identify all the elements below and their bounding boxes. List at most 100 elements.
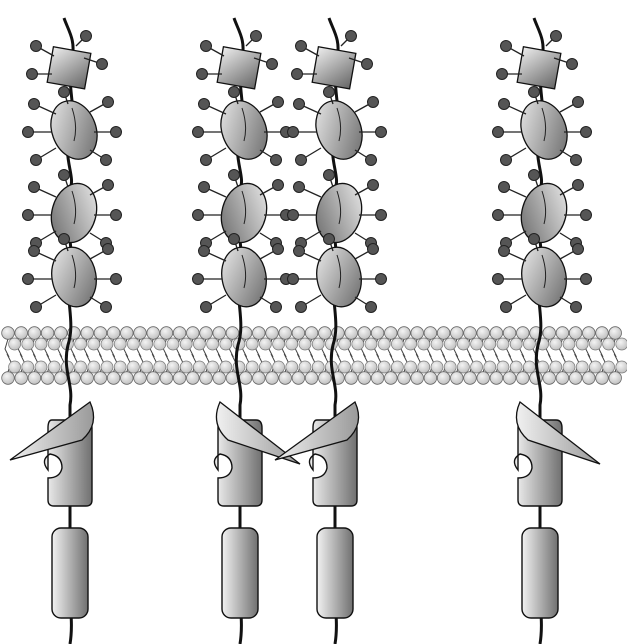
lipid-head <box>94 327 107 340</box>
lipid-head <box>365 338 377 350</box>
glycan-bead <box>294 246 305 257</box>
lipid-head <box>352 338 364 350</box>
lipid-head <box>319 327 332 340</box>
glycan-bead <box>288 274 299 285</box>
lipid-head <box>292 372 305 385</box>
lipid-head <box>596 327 609 340</box>
lipid-head <box>418 361 430 373</box>
glycan-bead <box>271 155 282 166</box>
glycan-bead <box>267 59 278 70</box>
terminal-domain <box>217 47 261 89</box>
lipid-head <box>233 361 245 373</box>
lipid-head <box>444 361 456 373</box>
lipid-head <box>220 361 232 373</box>
lipid-head <box>81 327 94 340</box>
glycan-bead <box>193 127 204 138</box>
lipid-head <box>48 361 60 373</box>
lipid-head <box>490 372 503 385</box>
lipid-head <box>457 338 469 350</box>
lipid-head <box>424 327 437 340</box>
glycan-bead <box>193 210 204 221</box>
glycan-bead <box>111 210 122 221</box>
glycan-bead <box>199 246 210 257</box>
lipid-head <box>609 372 622 385</box>
lipid-head <box>173 372 186 385</box>
lipid-head <box>398 327 411 340</box>
lipid-head <box>358 372 371 385</box>
glycan-bead <box>111 274 122 285</box>
lipid-head <box>563 338 575 350</box>
lipid-head <box>471 338 483 350</box>
lipid-head <box>569 327 582 340</box>
lipid-head <box>569 372 582 385</box>
lipid-bilayer <box>2 327 627 385</box>
ig-domain <box>45 178 103 247</box>
lipid-head <box>345 372 358 385</box>
lipid-head <box>121 372 134 385</box>
glycan-bead <box>273 180 284 191</box>
glycan-bead <box>193 274 204 285</box>
glycan-bead <box>29 99 40 110</box>
lipid-head <box>424 372 437 385</box>
lipid-head <box>510 338 522 350</box>
lipid-head <box>279 327 292 340</box>
lipid-head <box>94 372 107 385</box>
lipid-head <box>134 372 147 385</box>
lipid-head <box>286 338 298 350</box>
lipid-head <box>391 361 403 373</box>
glycan-bead <box>229 234 240 245</box>
lipid-head <box>239 372 252 385</box>
glycan-bead <box>573 180 584 191</box>
lipid-head <box>451 372 464 385</box>
lipid-head <box>48 338 60 350</box>
lipid-head <box>398 372 411 385</box>
glycan-bead <box>296 155 307 166</box>
lipid-head <box>193 338 205 350</box>
lipid-head <box>207 338 219 350</box>
lipid-head <box>576 338 588 350</box>
lipid-head <box>589 361 601 373</box>
terminal-domain <box>47 47 91 89</box>
lipid-head <box>391 338 403 350</box>
glycan-bead <box>97 59 108 70</box>
glycan-bead <box>23 210 34 221</box>
lipid-head <box>246 338 258 350</box>
ig-domain <box>217 244 271 311</box>
lipid-head <box>101 338 113 350</box>
glycan-bead <box>529 87 540 98</box>
lipid-head <box>444 338 456 350</box>
lipid-head <box>437 327 450 340</box>
lipid-head <box>583 372 596 385</box>
glycan-bead <box>499 182 510 193</box>
lipid-head <box>141 338 153 350</box>
glycan-bead <box>199 99 210 110</box>
lipid-head <box>319 372 332 385</box>
lipid-head <box>154 361 166 373</box>
glycan-bead <box>499 246 510 257</box>
lipid-head <box>220 338 232 350</box>
lipid-head <box>154 338 166 350</box>
cylinder-domain <box>222 528 258 618</box>
glycan-bead <box>493 127 504 138</box>
lipid-head <box>200 372 213 385</box>
lipid-head <box>385 327 398 340</box>
lipid-head <box>365 361 377 373</box>
glycan-bead <box>197 69 208 80</box>
lipid-head <box>246 361 258 373</box>
lipid-head <box>200 327 213 340</box>
lipid-head <box>596 372 609 385</box>
glycan-bead <box>324 170 335 181</box>
glycan-bead <box>31 41 42 52</box>
lipid-head <box>147 372 160 385</box>
lipid-head <box>15 372 28 385</box>
lipid-head <box>22 361 34 373</box>
lipid-head <box>371 327 384 340</box>
lipid-head <box>503 372 516 385</box>
lipid-head <box>451 327 464 340</box>
glycan-bead <box>501 155 512 166</box>
lipid-head <box>437 372 450 385</box>
glycan-bead <box>368 180 379 191</box>
lipid-head <box>114 338 126 350</box>
ig-domain <box>308 94 370 165</box>
